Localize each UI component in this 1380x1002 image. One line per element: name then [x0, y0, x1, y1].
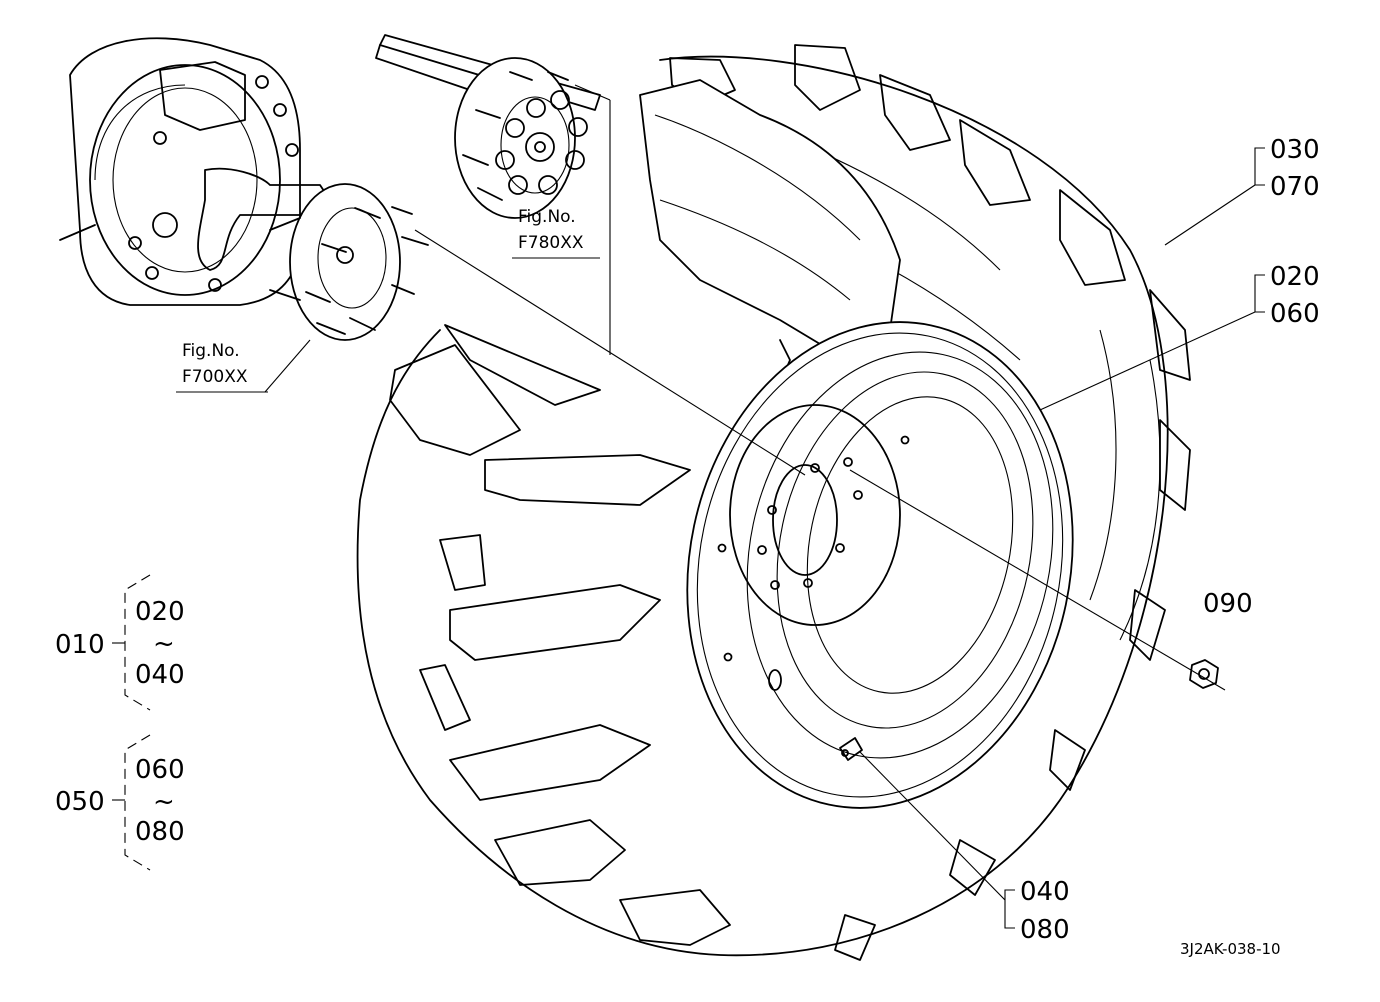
- group-to: 040: [135, 660, 185, 690]
- fig-ref-number: F700XX: [182, 367, 248, 387]
- callout-040-080[interactable]: 040 080: [1004, 877, 1070, 945]
- group-010[interactable]: 010 020 ~ 040: [55, 574, 185, 711]
- fig-ref-number: F780XX: [518, 233, 584, 253]
- group-id: 050: [55, 787, 105, 817]
- leader-lines: [264, 84, 1256, 901]
- fig-ref-f780xx[interactable]: Fig.No. F780XX: [512, 207, 600, 259]
- wheel-hub-illustration: [375, 34, 601, 219]
- callout-090[interactable]: 090: [1203, 589, 1253, 619]
- callout-080: 080: [1020, 915, 1070, 945]
- group-id: 010: [55, 630, 105, 660]
- wheel-rim-illustration: [686, 321, 1074, 809]
- group-separator: ~: [153, 787, 175, 817]
- axle-housing-illustration: [59, 37, 429, 341]
- group-from: 060: [135, 755, 185, 785]
- fig-ref-label: Fig.No.: [518, 207, 576, 227]
- callout-020-060[interactable]: 020 060: [1254, 262, 1320, 329]
- group-from: 020: [135, 597, 185, 627]
- callout-030-070[interactable]: 030 070: [1254, 135, 1320, 202]
- fig-ref-label: Fig.No.: [182, 341, 240, 361]
- fig-ref-f700xx[interactable]: Fig.No. F700XX: [176, 341, 268, 393]
- callout-070: 070: [1270, 172, 1320, 202]
- callout-090-label: 090: [1203, 589, 1253, 619]
- group-050[interactable]: 050 060 ~ 080: [55, 734, 185, 871]
- callout-060: 060: [1270, 299, 1320, 329]
- wheel-nut-illustration: [1189, 659, 1219, 689]
- drawing-code: 3J2AK-038-10: [1180, 940, 1281, 958]
- group-to: 080: [135, 817, 185, 847]
- callout-030: 030: [1270, 135, 1320, 165]
- tire-illustration: [356, 44, 1191, 961]
- group-separator: ~: [153, 629, 175, 659]
- callout-020: 020: [1270, 262, 1320, 292]
- callout-040: 040: [1020, 877, 1070, 907]
